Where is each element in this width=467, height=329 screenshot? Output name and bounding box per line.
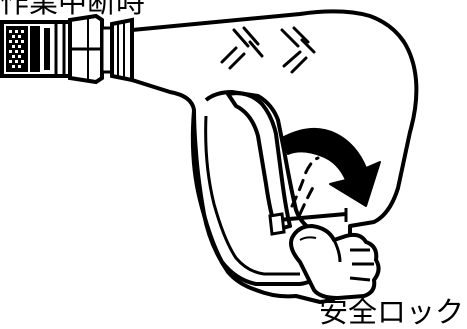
hand-icon [289, 224, 381, 300]
motion-lines [290, 156, 320, 216]
trigger-guard [190, 109, 324, 286]
quick-coupler [0, 20, 72, 78]
fitting [100, 17, 134, 83]
hex-nut [68, 13, 104, 85]
rotation-arrow-icon [281, 127, 381, 207]
label-safety-lock: 安全ロック [319, 295, 464, 329]
knurled-grip [6, 26, 50, 72]
vent-slots [220, 26, 316, 74]
trigger-lever [226, 91, 292, 232]
label-work-interruption: 作業中断時 [0, 0, 145, 19]
trigger-guard-inner [204, 115, 300, 276]
safety-lock-pin [268, 208, 348, 236]
